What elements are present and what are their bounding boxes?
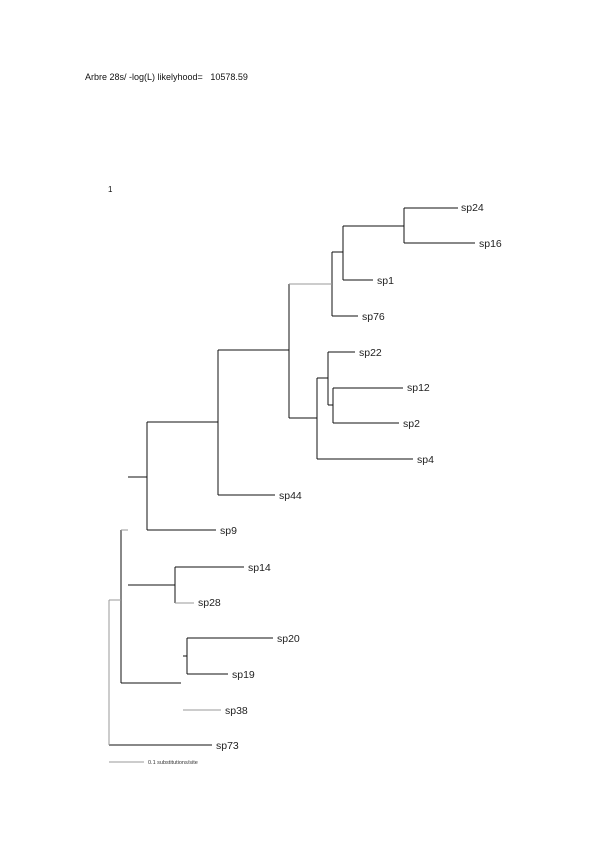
- scale-bar-label: 0.1 substitutions/site: [148, 760, 198, 766]
- leaf-label: sp4: [417, 454, 434, 466]
- node-label: 1: [108, 185, 113, 194]
- leaf-label: sp24: [461, 202, 484, 214]
- tree-branches: [109, 207, 475, 746]
- leaf-label: sp28: [198, 597, 221, 609]
- leaf-label: sp73: [216, 740, 239, 752]
- leaf-labels: sp24 sp16 sp1 sp76 sp22 sp12 sp2 sp4 sp4…: [148, 202, 502, 766]
- tree-header: Arbre 28s/ -log(L) likelyhood= 10578.59: [85, 72, 248, 82]
- tree-title: Arbre 28s/ -log(L) likelyhood=: [85, 72, 203, 82]
- leaf-label: sp38: [225, 705, 248, 717]
- leaf-label: sp76: [362, 311, 385, 323]
- leaf-label: sp44: [279, 490, 302, 502]
- leaf-label: sp16: [479, 238, 502, 250]
- leaf-label: sp2: [403, 418, 420, 430]
- likelihood-value: 10578.59: [210, 72, 248, 82]
- tree-branches-faint: [108, 283, 332, 763]
- leaf-label: sp14: [248, 562, 271, 574]
- leaf-label: sp1: [377, 275, 394, 287]
- leaf-label: sp22: [359, 347, 382, 359]
- leaf-label: sp20: [277, 633, 300, 645]
- leaf-label: sp19: [232, 669, 255, 681]
- leaf-label: sp9: [220, 525, 237, 537]
- leaf-label: sp12: [407, 382, 430, 394]
